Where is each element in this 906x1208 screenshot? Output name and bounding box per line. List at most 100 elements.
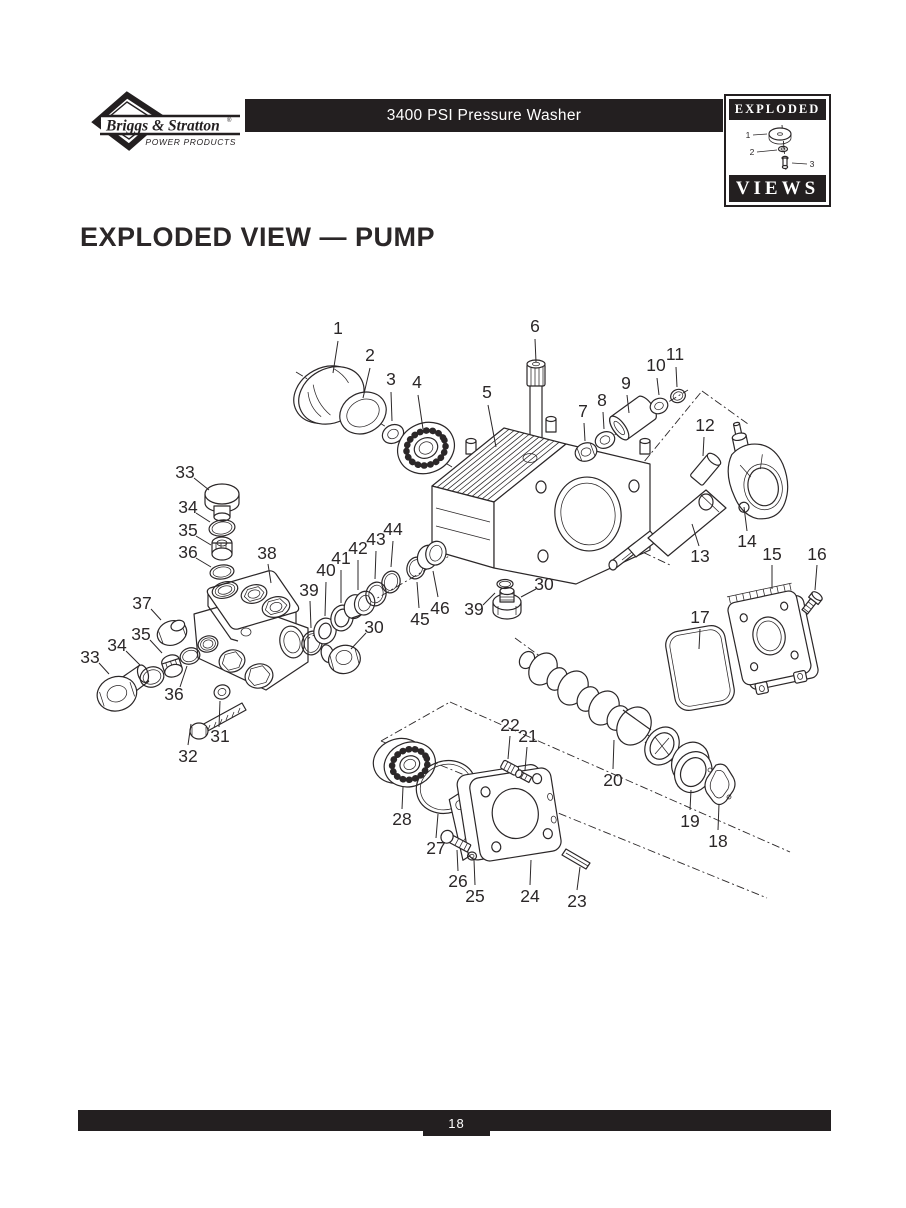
badge-mini-washer [777,145,789,152]
callout-38: 38 [257,543,276,563]
part-7-nut [574,442,598,462]
part-5-crankcase [431,415,651,585]
part-8-washer [594,431,616,449]
leader-line-24 [529,859,532,886]
part-14-connecting-rod [727,421,789,520]
page-number: 18 [448,1115,465,1131]
callout-34: 34 [107,635,127,655]
part-30-plug-right [492,586,522,620]
part-26-bolt [440,829,472,853]
part-15-cover-plate [726,582,819,695]
part-2-gasket [339,391,387,435]
leader-line-22 [507,735,511,760]
callout-4: 4 [412,372,422,392]
callout-35: 35 [178,520,197,540]
leader-line-8 [602,411,605,430]
brand-tagline: POWER PRODUCTS [145,137,236,147]
callout-11: 11 [666,344,684,364]
leader-line-36 [179,665,188,688]
part-21-screw [514,769,533,784]
callout-34: 34 [178,497,198,517]
leader-line-40 [324,581,327,617]
callout-2: 2 [750,147,755,157]
leader-line-30 [350,632,367,650]
leader-line-43 [374,550,377,580]
callout-2: 2 [365,345,375,365]
callout-10: 10 [646,355,666,375]
callout-18: 18 [708,831,727,851]
callout-13: 13 [690,546,709,566]
callout-16: 16 [807,544,826,564]
leader-line-33 [193,477,210,491]
part-25-washer [466,851,478,861]
callout-23: 23 [567,891,586,911]
callout-32: 32 [178,746,197,766]
part-35-valve-top [211,536,233,561]
callout-45: 45 [410,609,429,629]
callout-35: 35 [131,624,150,644]
part-39-o-ring-right [496,578,514,590]
part-11-o-ring [670,388,686,404]
part-6-shaft [526,359,546,450]
part-17-gasket [665,625,735,711]
part-32-bolt [189,702,247,740]
callout-22: 22 [500,715,519,735]
part-36-o-ring-bottom [179,647,201,665]
leader-line-27 [435,813,439,839]
leader-line-12 [702,436,705,457]
leader-line-5 [487,404,497,448]
callout-31: 31 [210,726,229,746]
leader-line-19 [689,789,692,811]
leader-line-25 [473,859,476,886]
part-35-valve-bottom [161,654,183,678]
callout-9: 9 [621,373,631,393]
part-28-bearing [372,737,436,788]
part-40-seal [313,617,337,645]
part-46-seal [416,540,447,570]
part-30-plug-left [320,644,361,675]
leader-line-3 [390,391,393,422]
part-23-key [561,848,591,870]
callout-15: 15 [762,544,781,564]
badge-word-views: VIEWS [729,175,826,202]
leader-line-9 [626,394,630,414]
part-38-manifold [193,570,309,691]
part-31-washer [213,684,231,700]
part-33-cap-top [204,483,240,522]
callout-30: 30 [364,617,384,637]
badge-mini-bolt [781,155,789,169]
leader-line-1 [332,340,339,374]
callout-30: 30 [534,574,554,594]
leader-line-2 [756,149,778,152]
leader-line-31 [218,700,221,728]
callout-17: 17 [690,607,709,627]
callout-36: 36 [164,684,183,704]
part-42-guide [343,590,376,620]
leader-line-44 [390,540,394,568]
badge-word-exploded: EXPLODED [729,99,826,120]
leader-line-34 [195,512,211,523]
leader-line-23 [576,866,581,891]
part-9-spacer [609,395,657,441]
callout-37: 37 [132,593,151,613]
briggs-stratton-logo: Briggs & Stratton ® POWER PRODUCTS [91,91,240,151]
leader-line-45 [416,581,420,609]
callout-8: 8 [597,390,607,410]
leader-line-38 [267,563,272,584]
exploded-views-badge: EXPLODED 1 2 3 VIEWS [724,94,831,207]
part-20-camshaft [518,650,680,766]
callout-3: 3 [810,159,815,169]
part-4-bearing [397,421,455,475]
model-banner: 3400 PSI Pressure Washer [245,99,723,132]
part-37-plug [156,619,188,646]
part-16-bolt [801,591,823,615]
callout-27: 27 [426,838,445,858]
leader-line-18 [717,803,720,831]
part-34-o-ring-bottom [139,666,165,688]
part-13-plunger [608,489,727,571]
callout-40: 40 [316,560,336,580]
page-title: EXPLODED VIEW — PUMP [80,222,436,252]
model-banner-text: 3400 PSI Pressure Washer [386,106,582,124]
callout-1: 1 [746,130,751,140]
